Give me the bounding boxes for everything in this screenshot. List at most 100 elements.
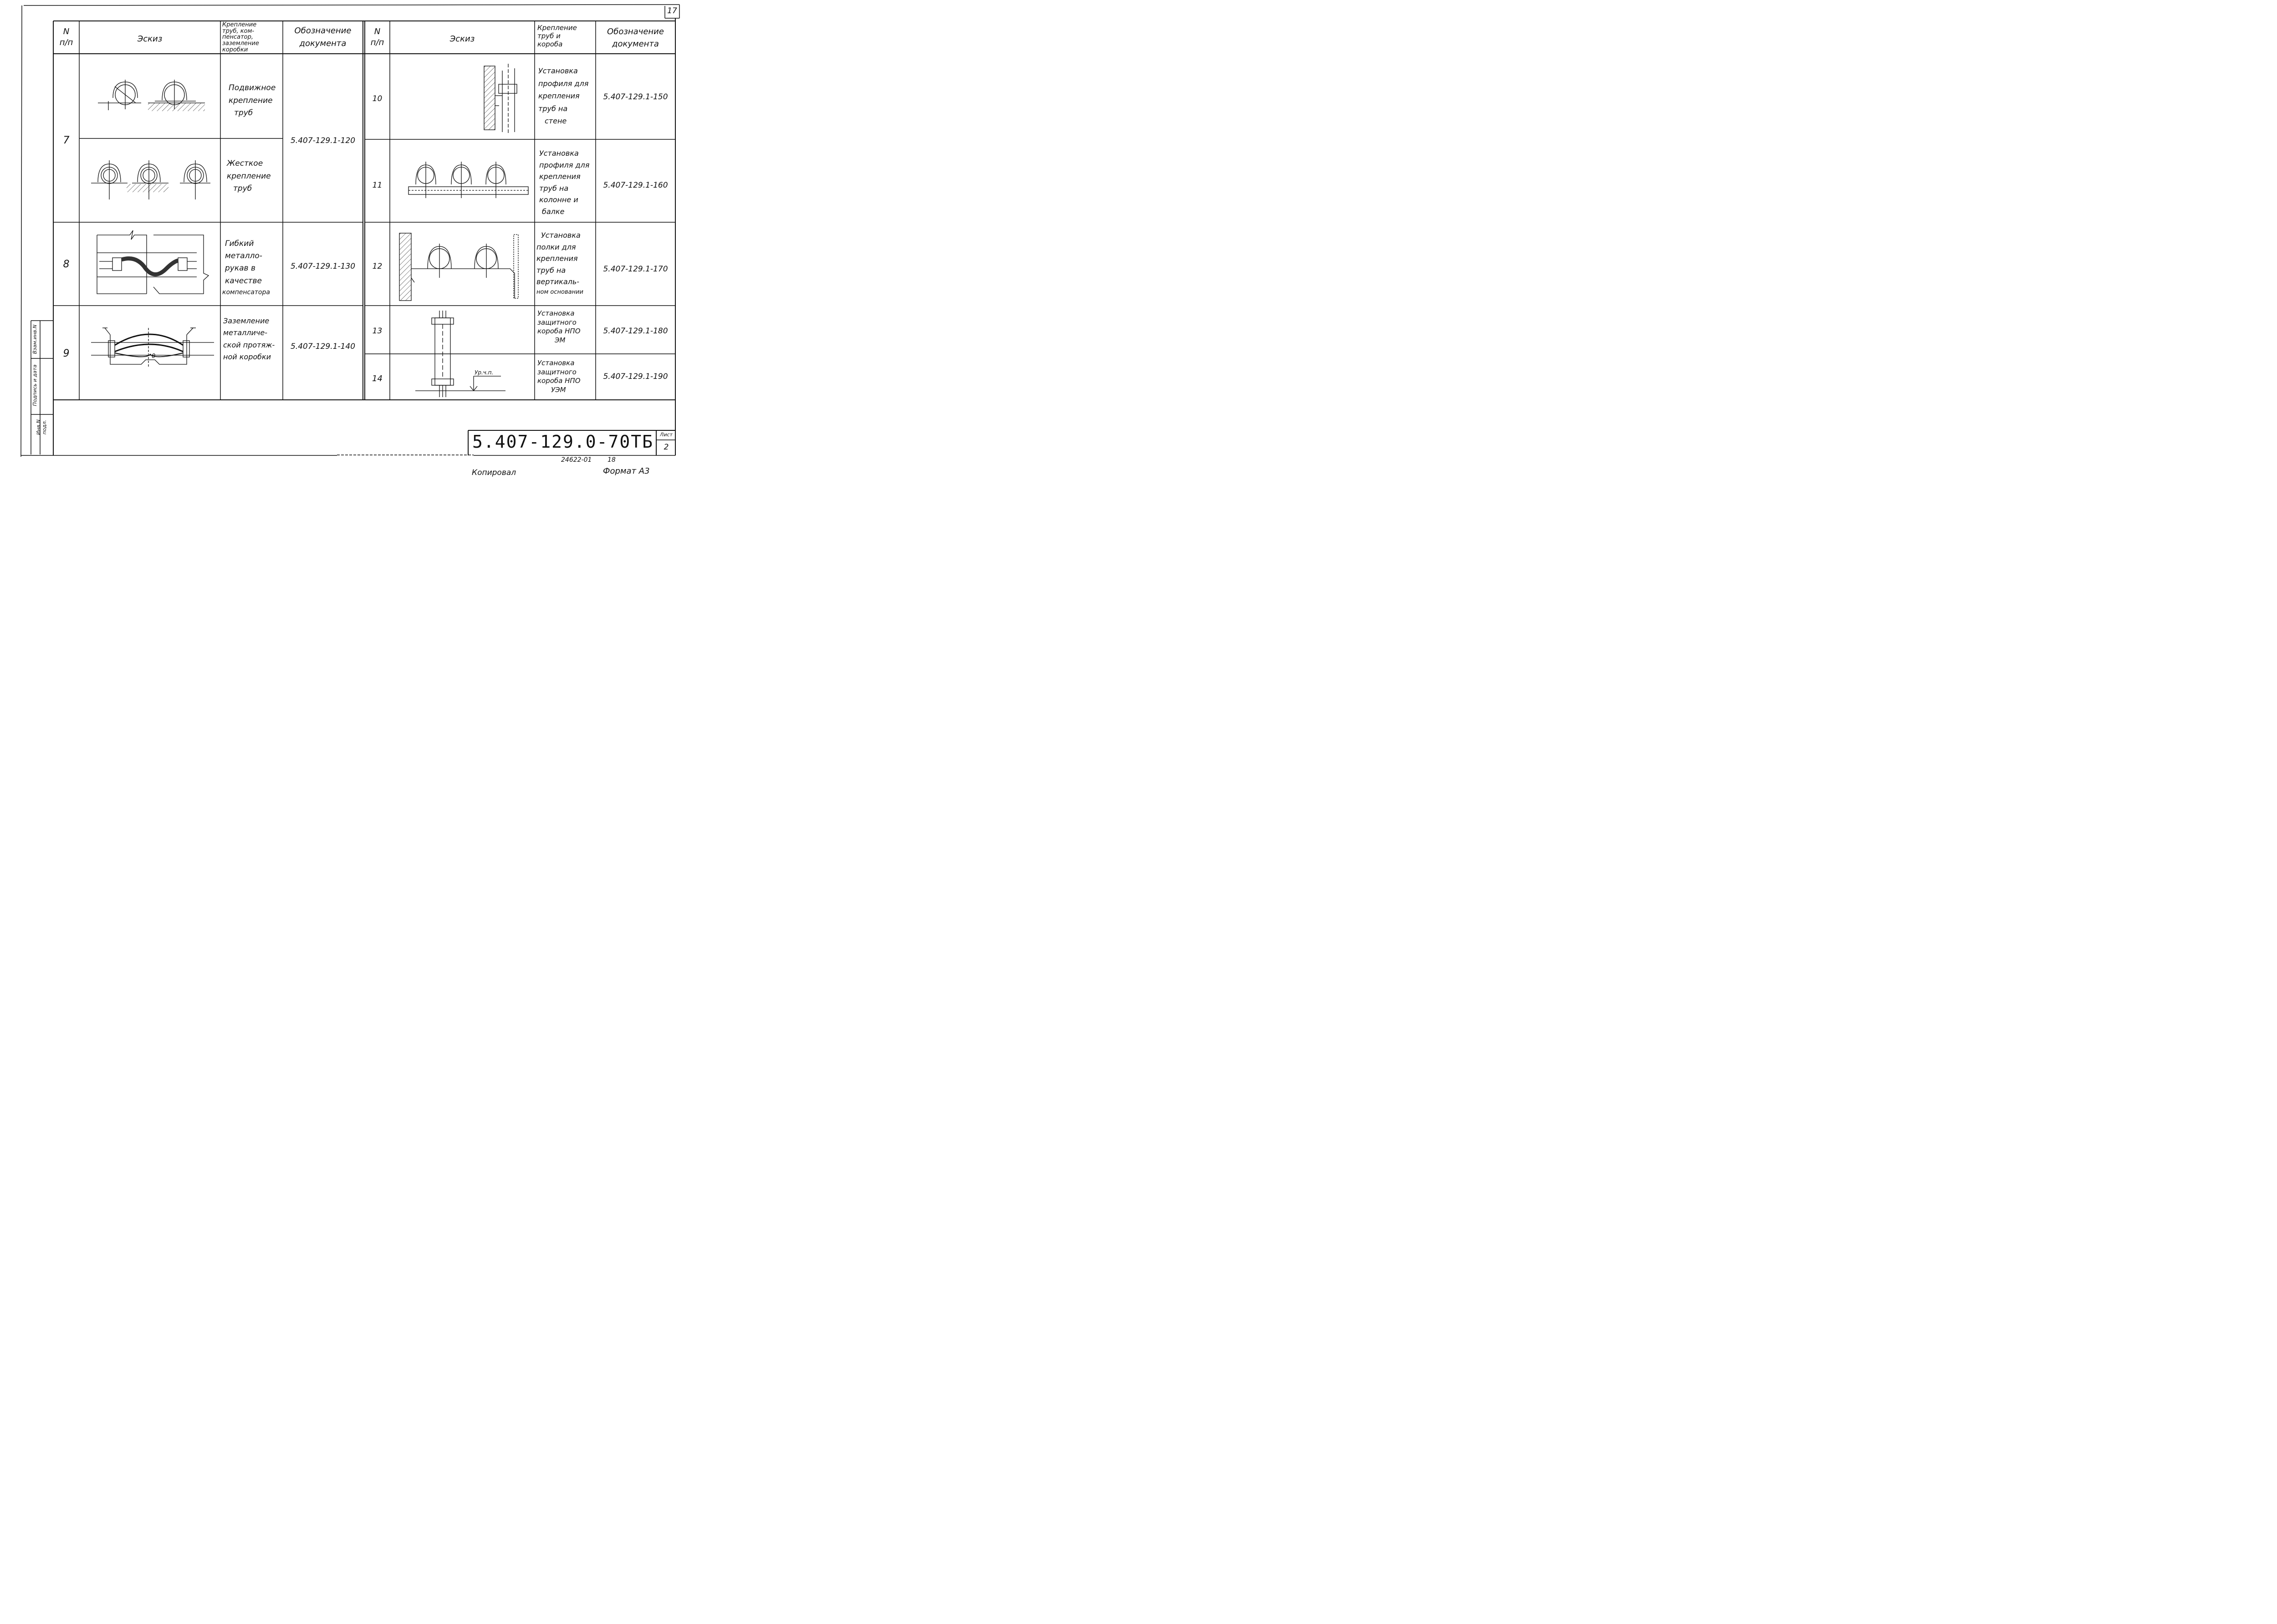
desc-line: колонне и	[539, 195, 578, 204]
row-description: Установка защитного короба НПО ЭМ	[537, 309, 596, 345]
header-num-label: N	[374, 27, 381, 36]
header-num-label: N	[63, 27, 70, 36]
desc-line: крепления	[539, 172, 581, 181]
desc-line: Установка	[538, 66, 578, 75]
sketch-protective-box	[415, 311, 505, 397]
row-document-code: 5.407-129.1-120	[290, 136, 356, 145]
order-page: 18	[608, 456, 616, 464]
header-line: короба	[537, 40, 563, 48]
stamp-signature-date: Подпись и дата	[32, 364, 38, 406]
desc-line: крепления	[536, 254, 578, 263]
desc-line: вертикаль-	[536, 277, 580, 286]
header-line: труб и	[537, 32, 561, 40]
desc-line: профиля для	[538, 79, 589, 88]
desc-line: крепления	[538, 92, 580, 101]
desc-line: ЭМ	[555, 336, 566, 344]
desc-line: металло-	[225, 251, 262, 261]
desc-line: ской протяж-	[223, 340, 275, 349]
desc-line: полки для	[536, 242, 576, 251]
desc-line: Гибкий	[225, 239, 254, 248]
desc-line: Заземление	[223, 317, 270, 325]
row-number: 10	[372, 94, 383, 103]
desc-line: труб на	[536, 266, 566, 275]
sketch-rigid-fastening	[91, 160, 210, 199]
row-description: Гибкий металло- рукав в качестве компенс…	[222, 238, 283, 297]
header-fastening-left: Крепление труб, ком- пенсатор, заземлени…	[222, 22, 283, 53]
desc-line: короба НПО	[537, 327, 581, 335]
header-line: документа	[299, 38, 347, 48]
row-number: 12	[372, 262, 383, 271]
row-document-code: 5.407-129.1-130	[290, 262, 356, 271]
level-mark-label: Ур.ч.п.	[475, 369, 493, 376]
document-code: 5.407-129.0-70ТБ	[472, 432, 654, 452]
desc-line: труб на	[538, 104, 568, 113]
stamp-inventory-original: Инв.N подл.	[36, 419, 47, 435]
sketch-profile-on-wall	[484, 64, 517, 134]
desc-line: Жесткое	[227, 159, 263, 168]
header-sketch-left: Эскиз	[137, 34, 163, 44]
sheet-number: 17	[667, 6, 677, 15]
sketch-profile-on-column	[408, 162, 529, 198]
desc-line: защитного	[537, 368, 577, 376]
sheet-value: 2	[664, 443, 669, 452]
sketch-flexible-hose	[97, 230, 209, 294]
drawing-frame	[20, 4, 680, 457]
row-document-code: 5.407-129.1-150	[603, 92, 668, 102]
order-number: 24622-01	[561, 456, 592, 464]
desc-line: Установка	[539, 149, 579, 158]
desc-line: качестве	[225, 276, 262, 286]
header-line: пенсатор,	[222, 34, 254, 41]
row-description: Установка защитного короба НПО УЭМ	[537, 359, 596, 394]
row-description: Подвижное крепление труб	[229, 82, 283, 120]
row-number: 11	[372, 181, 383, 190]
row-number: 8	[63, 259, 70, 270]
row-number: 14	[372, 374, 383, 383]
header-fastening-right: Крепление труб и короба	[537, 24, 596, 48]
header-line: Крепление	[222, 21, 257, 28]
row-description: Жесткое крепление труб	[227, 158, 281, 195]
desc-line: Установка	[537, 309, 575, 317]
header-line: Обозначение	[607, 27, 664, 36]
desc-line: труб	[234, 108, 253, 118]
desc-line: крепление	[229, 96, 273, 105]
sketch-shelf-vertical	[399, 233, 519, 301]
row-number: 13	[372, 327, 383, 336]
desc-line: профиля для	[539, 160, 590, 169]
desc-line: ной коробки	[223, 352, 271, 362]
row-number: 9	[63, 348, 70, 359]
row-document-code: 5.407-129.1-160	[603, 181, 668, 190]
copied-by-label: Копировал	[472, 468, 516, 477]
header-num-right: N п/п	[365, 26, 390, 49]
desc-line: рукав в	[225, 264, 255, 273]
header-designation-right: Обозначение документа	[596, 26, 675, 50]
header-line: коробки	[222, 46, 248, 53]
sketch-zero-label: 0	[152, 353, 155, 360]
row-description: Заземление металличе- ской протяж- ной к…	[223, 315, 283, 363]
stamp-replaced-inventory: Взам.инв.N	[32, 324, 38, 354]
desc-line: балке	[542, 207, 565, 216]
format-label: Формат А3	[603, 466, 650, 476]
sheet-label: Лист	[660, 432, 673, 438]
header-sketch-right: Эскиз	[449, 34, 475, 44]
desc-line: стене	[545, 117, 567, 126]
desc-line: металличе-	[223, 328, 267, 337]
header-designation-left: Обозначение документа	[283, 25, 363, 50]
desc-line: короба НПО	[537, 377, 581, 385]
desc-line: компенсатора	[222, 288, 270, 296]
row-description: Установка полки для крепления труб на ве…	[536, 230, 596, 297]
sketch-movable-fastening	[98, 80, 205, 111]
header-num-label-2: п/п	[370, 38, 384, 48]
desc-line: УЭМ	[551, 385, 566, 394]
header-num-label-2: п/п	[59, 38, 73, 48]
desc-line: Подвижное	[229, 83, 276, 92]
row-description: Установка профиля для крепления труб на …	[538, 65, 596, 128]
desc-line: Установка	[537, 359, 575, 367]
header-line: заземление	[222, 40, 259, 47]
desc-line: труб	[233, 184, 252, 194]
desc-line: крепление	[227, 171, 271, 181]
header-line: труб, ком-	[222, 27, 255, 35]
desc-line: Установка	[541, 231, 581, 240]
desc-line: защитного	[537, 318, 577, 327]
row-document-code: 5.407-129.1-180	[603, 327, 668, 336]
row-document-code: 5.407-129.1-190	[603, 372, 668, 381]
